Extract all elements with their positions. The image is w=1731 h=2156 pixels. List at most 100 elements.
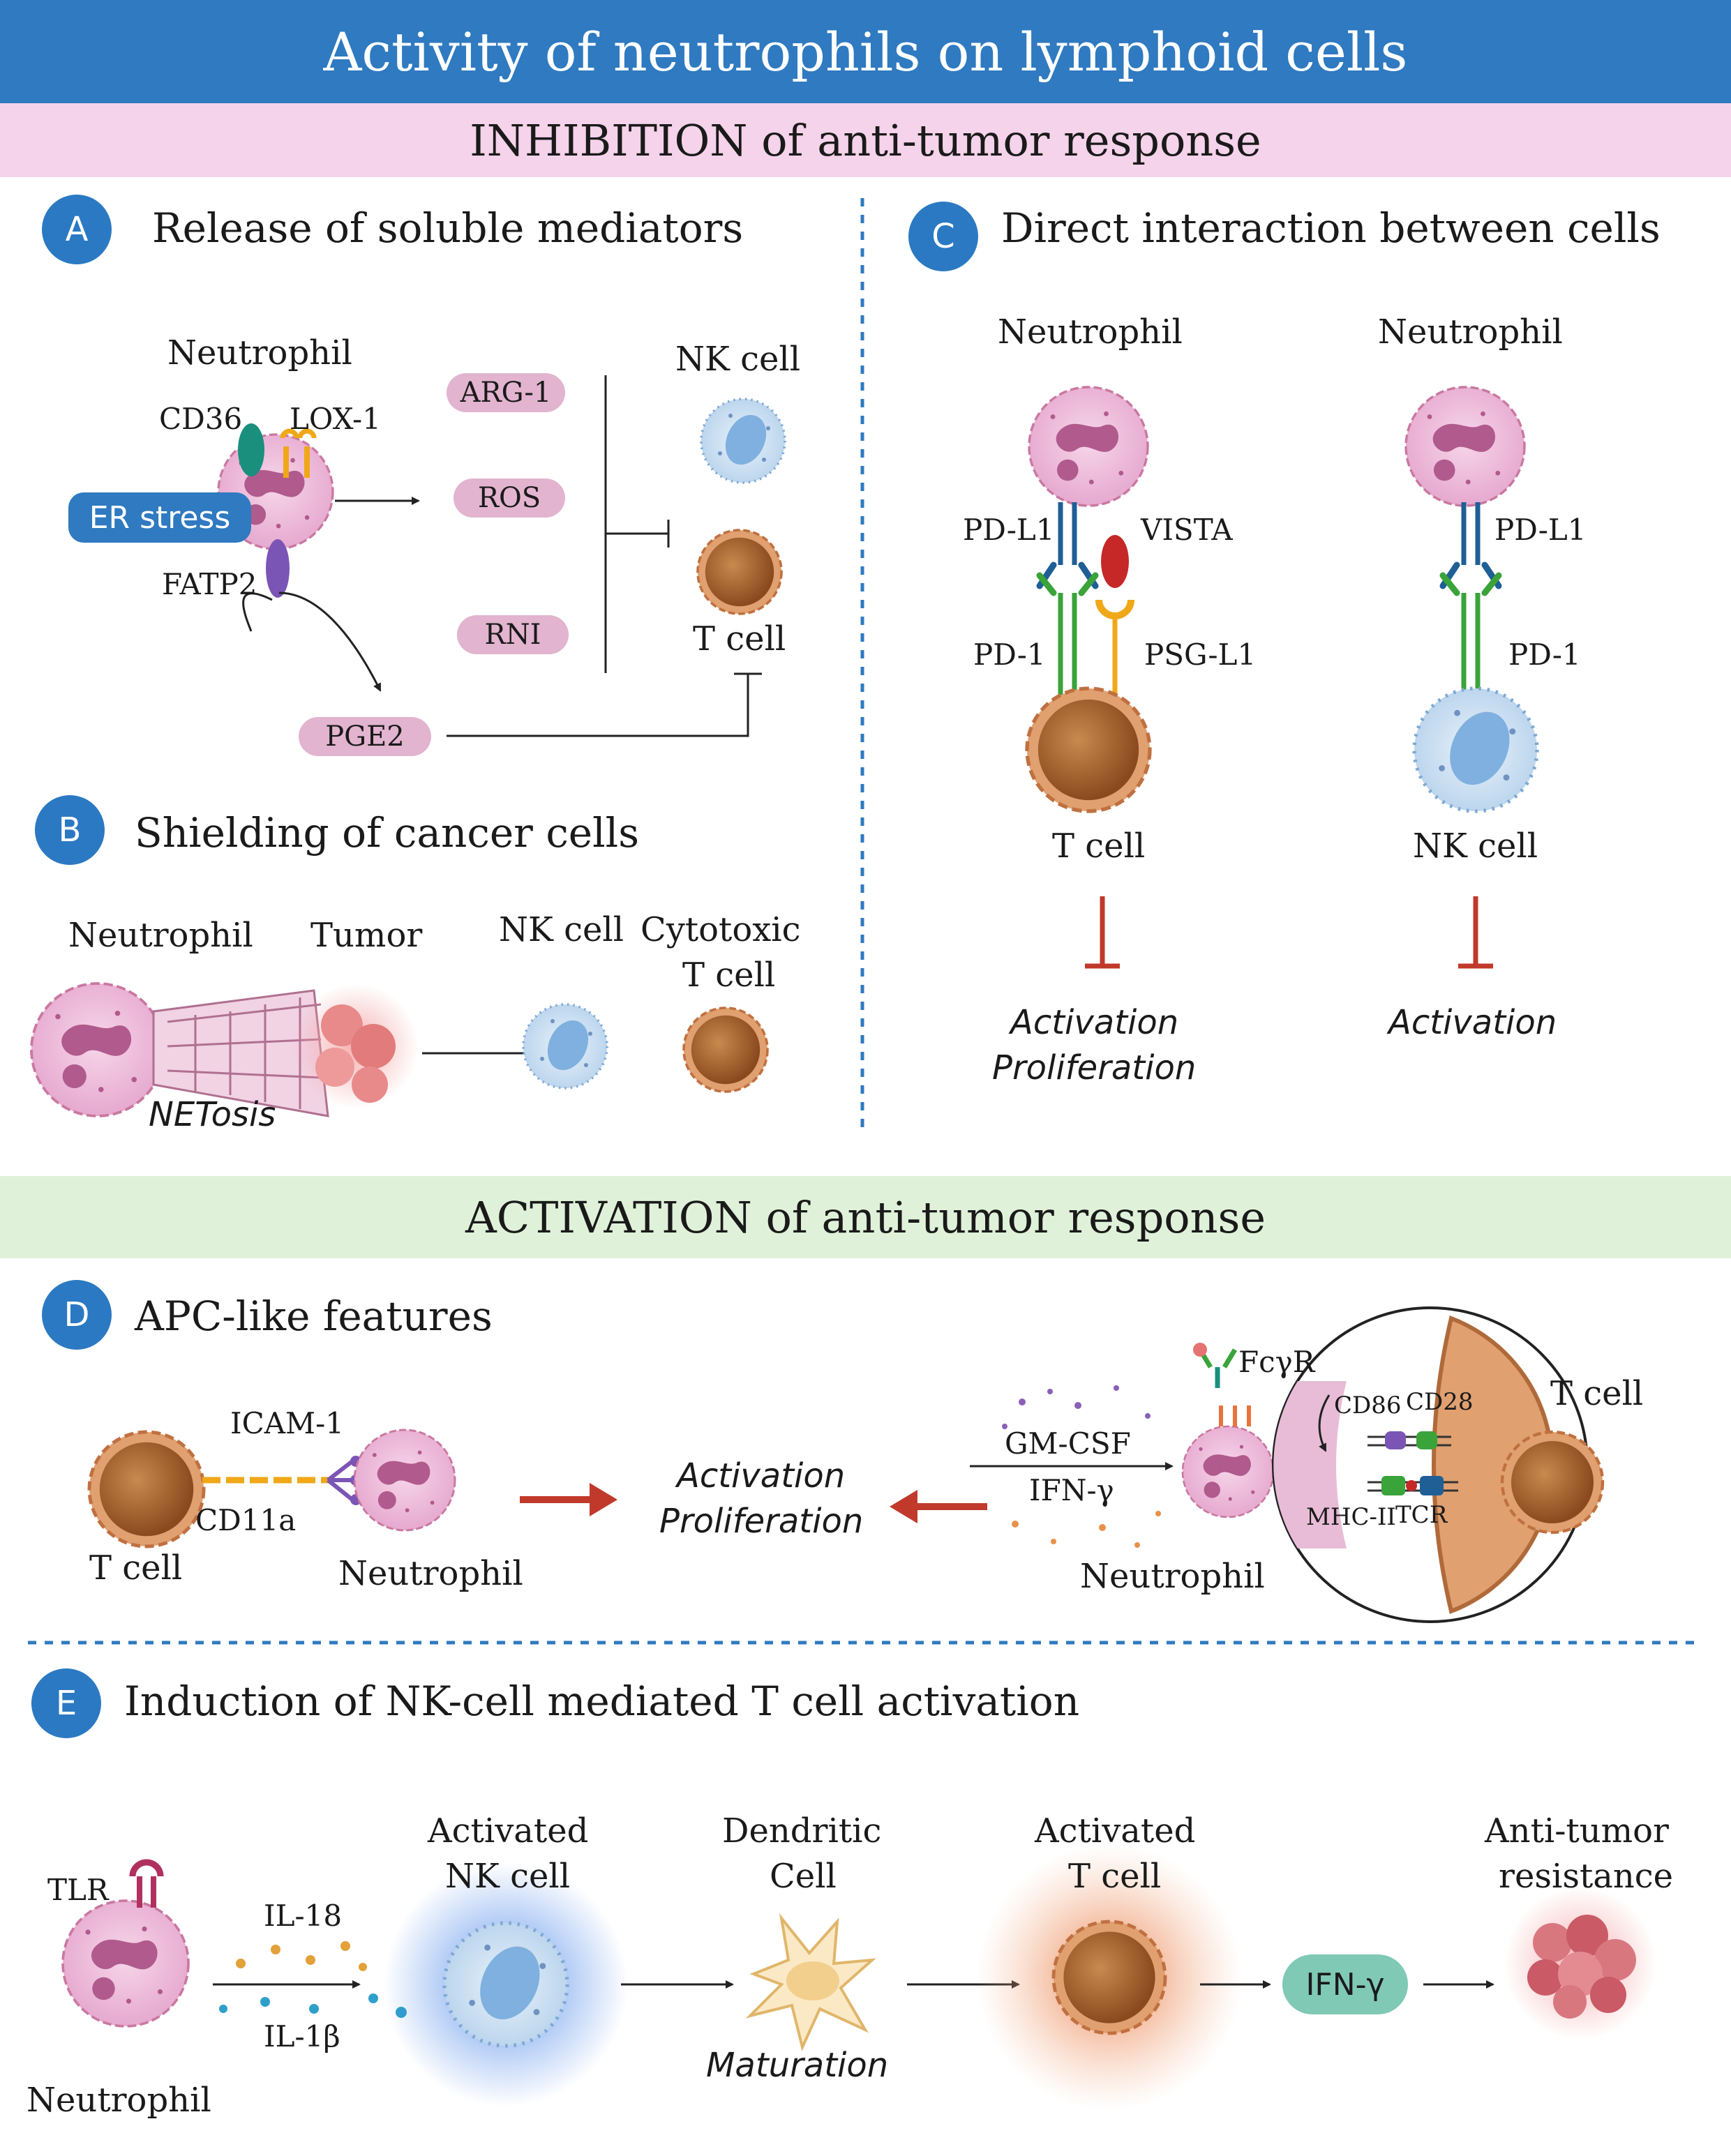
panel-e-ifng-pill: IFN-γ bbox=[1282, 1954, 1408, 2014]
activation-header: ACTIVATION of anti-tumor response bbox=[0, 1176, 1731, 1258]
panel-e-activated-nk-cell bbox=[444, 1923, 567, 2046]
panel-a-t-cell-label: T cell bbox=[693, 619, 786, 658]
panel-d-outcome-1: Activation bbox=[677, 1456, 846, 1495]
panel-b-nk-cell bbox=[522, 1003, 608, 1090]
panel-d-letter: D bbox=[42, 1280, 112, 1350]
panel-a-letter-text: A bbox=[65, 210, 89, 249]
icam1-label: ICAM-1 bbox=[230, 1406, 344, 1440]
fcgr-label: FcγR bbox=[1238, 1345, 1315, 1379]
cytotoxic-label-line1: Cytotoxic bbox=[640, 910, 801, 949]
panel-c-neutrophil-right-label: Neutrophil bbox=[1378, 312, 1563, 352]
panel-b-letter: B bbox=[35, 795, 105, 865]
panel-b-t-cell bbox=[682, 1007, 769, 1093]
panel-a-letter: A bbox=[42, 195, 112, 264]
inhibition-header: INHIBITION of anti-tumor response bbox=[0, 103, 1731, 177]
lox1-label: LOX-1 bbox=[290, 402, 381, 436]
netosis-label: NETosis bbox=[149, 1095, 276, 1134]
gmcsf-label: GM-CSF bbox=[1005, 1426, 1131, 1461]
ros-text: ROS bbox=[477, 482, 541, 514]
panel-a-neutrophil-label: Neutrophil bbox=[167, 333, 352, 372]
panel-d-t-cell-right bbox=[1502, 1432, 1603, 1532]
panel-d-t-cell-left bbox=[89, 1432, 204, 1546]
panel-c-letter: C bbox=[908, 202, 978, 271]
panel-a-title: Release of soluble mediators bbox=[152, 204, 744, 252]
er-stress-badge: ER stress bbox=[68, 492, 251, 543]
resistance-label-line1: Anti-tumor bbox=[1485, 1811, 1669, 1850]
panel-d-letter-text: D bbox=[63, 1295, 90, 1334]
panel-d-neutrophil-left bbox=[353, 1428, 456, 1532]
panel-e-neutrophil bbox=[61, 1899, 190, 2028]
er-stress-text: ER stress bbox=[89, 499, 231, 536]
il18-label: IL-18 bbox=[264, 1899, 343, 1933]
panel-d-neutrophil-left-label: Neutrophil bbox=[338, 1554, 523, 1593]
panel-d-neutrophil-right bbox=[1181, 1425, 1275, 1518]
panel-d-t-cell-right-label: T cell bbox=[1550, 1374, 1644, 1413]
ros-pill: ROS bbox=[454, 478, 565, 518]
maturation-label: Maturation bbox=[706, 2046, 889, 2085]
panel-e-dendritic-cell bbox=[745, 1913, 876, 2052]
panel-b-nk-cell-label: NK cell bbox=[499, 910, 624, 949]
panel-e-ifng-text: IFN-γ bbox=[1305, 1966, 1385, 2003]
panel-b-neutrophil bbox=[30, 982, 165, 1117]
panel-a-t-cell bbox=[696, 529, 783, 615]
panel-d-title: APC-like features bbox=[135, 1292, 493, 1340]
pge2-pill: PGE2 bbox=[299, 717, 431, 756]
panel-d-t-cell-left-label: T cell bbox=[89, 1548, 183, 1588]
panel-c-t-cell bbox=[1027, 688, 1150, 811]
dendritic-label-line2: Cell bbox=[770, 1857, 837, 1896]
panel-c-nk-cell bbox=[1414, 688, 1537, 811]
panel-c-pd1-left-label: PD-1 bbox=[973, 638, 1046, 672]
pge2-text: PGE2 bbox=[325, 721, 405, 753]
panel-a-nk-cell bbox=[700, 398, 786, 484]
panel-e-neutrophil-label: Neutrophil bbox=[27, 2081, 211, 2120]
cd86-label: CD86 bbox=[1334, 1392, 1402, 1419]
panel-d-neutrophil-right-label: Neutrophil bbox=[1080, 1557, 1265, 1596]
panel-c-letter-text: C bbox=[931, 217, 955, 256]
tlr-label: TLR bbox=[47, 1873, 109, 1907]
panel-e-title: Induction of NK-cell mediated T cell act… bbox=[124, 1678, 1080, 1725]
panel-c-neutrophil-left bbox=[1028, 386, 1149, 507]
panel-d-ifng-label: IFN-γ bbox=[1029, 1473, 1114, 1507]
panel-c-nk-cell-label: NK cell bbox=[1413, 827, 1538, 866]
panel-c-t-cell-label: T cell bbox=[1052, 827, 1146, 866]
panel-e-letter: E bbox=[31, 1668, 101, 1738]
inhibition-header-text: INHIBITION of anti-tumor response bbox=[470, 114, 1261, 166]
panel-e-activated-t-cell bbox=[1054, 1922, 1165, 2033]
panel-e-tumor-mass bbox=[1504, 1887, 1657, 2040]
panel-c-right-outcome-1: Activation bbox=[1388, 1003, 1557, 1042]
activation-header-text: ACTIVATION of anti-tumor response bbox=[465, 1191, 1266, 1243]
vista-label: VISTA bbox=[1141, 513, 1233, 547]
panel-c-neutrophil-right bbox=[1404, 386, 1526, 507]
resistance-label-line2: resistance bbox=[1499, 1857, 1674, 1896]
panel-e-letter-text: E bbox=[55, 1684, 77, 1723]
panel-d-outcome-2: Proliferation bbox=[659, 1502, 864, 1541]
panel-c-pdl1-right-label: PD-L1 bbox=[1494, 513, 1587, 547]
rni-text: RNI bbox=[484, 619, 541, 651]
psgl1-label: PSG-L1 bbox=[1144, 638, 1257, 672]
panel-b-title: Shielding of cancer cells bbox=[135, 809, 639, 857]
cd28-label: CD28 bbox=[1406, 1388, 1474, 1416]
tumor-label: Tumor bbox=[310, 916, 423, 955]
panel-c-pd1-right-label: PD-1 bbox=[1508, 638, 1581, 672]
cd11a-label: CD11a bbox=[195, 1503, 297, 1537]
dendritic-label-line1: Dendritic bbox=[722, 1811, 882, 1850]
panel-c-left-outcome-1: Activation bbox=[1010, 1003, 1179, 1042]
panel-b-letter-text: B bbox=[58, 811, 82, 850]
activated-nk-label-line1: Activated bbox=[428, 1811, 589, 1850]
cytotoxic-label-line2: T cell bbox=[682, 956, 776, 995]
rni-pill: RNI bbox=[457, 615, 569, 654]
panel-a-nk-cell-label: NK cell bbox=[675, 340, 801, 379]
panel-c-neutrophil-left-label: Neutrophil bbox=[998, 312, 1183, 352]
mhc2-label: MHC-II bbox=[1306, 1503, 1396, 1531]
il1b-label: IL-1β bbox=[264, 2019, 340, 2053]
panel-c-pdl1-left-label: PD-L1 bbox=[963, 513, 1055, 547]
fatp2-label: FATP2 bbox=[162, 567, 257, 601]
figure-title-text: Activity of neutrophils on lymphoid cell… bbox=[323, 20, 1408, 83]
activated-t-label-line1: Activated bbox=[1035, 1811, 1196, 1850]
figure-title: Activity of neutrophils on lymphoid cell… bbox=[0, 0, 1731, 103]
panel-c-left-outcome-2: Proliferation bbox=[992, 1048, 1197, 1087]
panel-b-neutrophil-label: Neutrophil bbox=[68, 916, 253, 955]
panel-c-title: Direct interaction between cells bbox=[1001, 204, 1661, 252]
arg1-text: ARG-1 bbox=[460, 377, 552, 409]
